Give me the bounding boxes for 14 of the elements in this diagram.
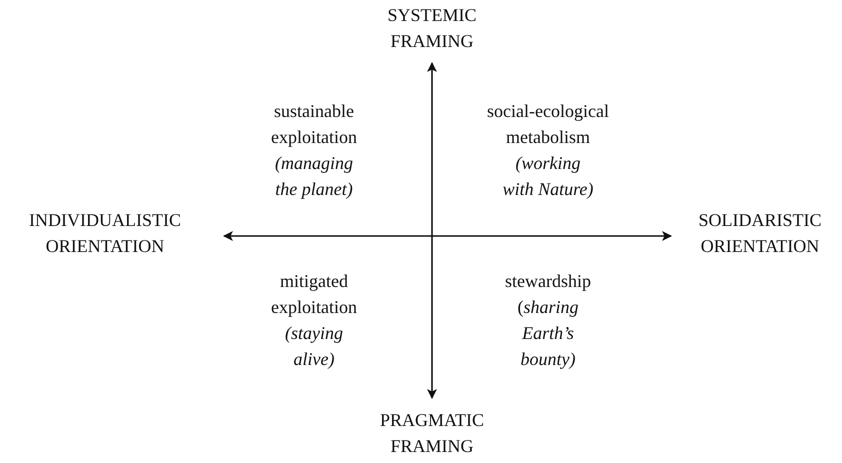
quadrant-title: stewardship	[504, 270, 592, 293]
quadrant-subtitle: (managing the planet)	[274, 152, 354, 201]
quadrant-title: sustainable exploitation	[270, 100, 358, 149]
quadrant-subtitle: (working with Nature)	[502, 152, 594, 201]
quadrant-subtitle: (staying alive)	[284, 322, 344, 371]
axis-arrow	[427, 62, 437, 399]
axis-pole-label: SOLIDARISTIC ORIENTATION	[680, 207, 840, 259]
axis-pole-label: SYSTEMIC FRAMING	[362, 2, 502, 54]
axis-pole-label: PRAGMATIC FRAMING	[362, 407, 502, 459]
quadrant-title: social-ecological metabolism	[486, 100, 610, 149]
quadrant-title: mitigated exploitation	[270, 270, 358, 319]
axis-arrow	[223, 231, 672, 241]
axis-pole-label: INDIVIDUALISTIC ORIENTATION	[0, 207, 215, 259]
quadrant-title: (sharing Earth’s bounty)	[516, 296, 580, 371]
